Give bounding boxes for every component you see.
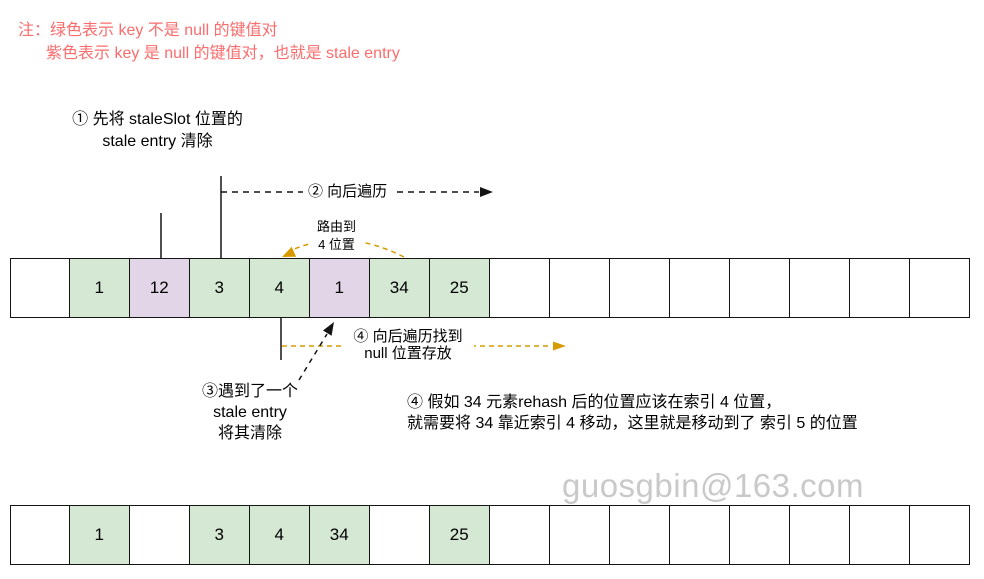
step4-explain-annotation: ④ 假如 34 元素rehash 后的位置应该在索引 4 位置， 就需要将 34… bbox=[407, 392, 858, 434]
array-cell-empty bbox=[668, 505, 730, 565]
array-cell-empty bbox=[908, 258, 970, 318]
array-cell-empty bbox=[368, 505, 430, 565]
array-cell-empty bbox=[848, 258, 910, 318]
array-cell-empty bbox=[788, 258, 850, 318]
route-label: 路由到 4 位置 bbox=[311, 218, 363, 254]
route-curve-arrowhead bbox=[282, 246, 297, 257]
array-cell-empty bbox=[548, 505, 610, 565]
route-label-line2: 4 位置 bbox=[318, 237, 355, 252]
step4-traverse-arrowhead bbox=[553, 341, 566, 351]
array-cell-empty bbox=[488, 505, 550, 565]
array-cell-empty bbox=[488, 258, 550, 318]
array-cell-25: 25 bbox=[428, 505, 490, 565]
array-cell-4: 4 bbox=[248, 258, 310, 318]
array-cell-1: 1 bbox=[68, 505, 130, 565]
array-cell-empty bbox=[668, 258, 730, 318]
step2-label: ② 向后遍历 bbox=[303, 183, 393, 201]
array-cell-empty bbox=[608, 505, 670, 565]
legend-note: 注：绿色表示 key 不是 null 的键值对 紫色表示 key 是 null … bbox=[18, 19, 400, 65]
array-cell-25: 25 bbox=[428, 258, 490, 318]
array-cell-3: 3 bbox=[188, 505, 250, 565]
array-cell-34: 34 bbox=[368, 258, 430, 318]
array-cell-empty bbox=[728, 258, 790, 318]
step3-annotation: ③遇到了一个 stale entry 将其清除 bbox=[175, 381, 325, 444]
array-cell-empty bbox=[548, 258, 610, 318]
step3-pointer-arrowhead bbox=[323, 322, 334, 336]
step1-line1: ① 先将 staleSlot 位置的 bbox=[72, 111, 243, 128]
step3-line1: ③遇到了一个 bbox=[201, 383, 298, 400]
array-cell-empty bbox=[848, 505, 910, 565]
array-cell-12: 12 bbox=[128, 258, 190, 318]
step4-explain-line2: 就需要将 34 靠近索引 4 移动，这里就是移动到了 索引 5 的位置 bbox=[407, 415, 858, 432]
array-cell-1: 1 bbox=[68, 258, 130, 318]
step4-traverse-line2: null 位置存放 bbox=[364, 344, 452, 362]
legend-note-line1: 注：绿色表示 key 不是 null 的键值对 bbox=[18, 22, 278, 39]
array-cell-1: 1 bbox=[308, 258, 370, 318]
array-cell-empty bbox=[728, 505, 790, 565]
step3-line2: stale entry bbox=[213, 404, 287, 421]
array-cell-empty bbox=[788, 505, 850, 565]
step1-annotation: ① 先将 staleSlot 位置的 stale entry 清除 bbox=[55, 109, 260, 153]
array-cell-empty bbox=[128, 505, 190, 565]
array-cell-4: 4 bbox=[248, 505, 310, 565]
route-label-line1: 路由到 bbox=[317, 219, 357, 234]
array-cell-3: 3 bbox=[188, 258, 250, 318]
array-cell-34: 34 bbox=[308, 505, 370, 565]
watermark-text: guosgbin@163.com bbox=[562, 467, 865, 504]
array-cell-empty bbox=[608, 258, 670, 318]
array-cell-empty bbox=[10, 258, 70, 318]
legend-note-line2: 紫色表示 key 是 null 的键值对，也就是 stale entry bbox=[46, 45, 400, 62]
step4-traverse-label: ④ 向后遍历找到 null 位置存放 bbox=[342, 328, 474, 362]
step4-explain-line1: ④ 假如 34 元素rehash 后的位置应该在索引 4 位置， bbox=[407, 394, 782, 411]
step3-line3: 将其清除 bbox=[217, 425, 282, 442]
step1-line2: stale entry 清除 bbox=[102, 133, 213, 150]
step2-traverse-arrowhead bbox=[480, 187, 493, 197]
step3-pointer-arrow bbox=[298, 333, 328, 381]
step4-traverse-line1: ④ 向后遍历找到 bbox=[353, 328, 463, 345]
array-cell-empty bbox=[908, 505, 970, 565]
array-cell-empty bbox=[10, 505, 70, 565]
